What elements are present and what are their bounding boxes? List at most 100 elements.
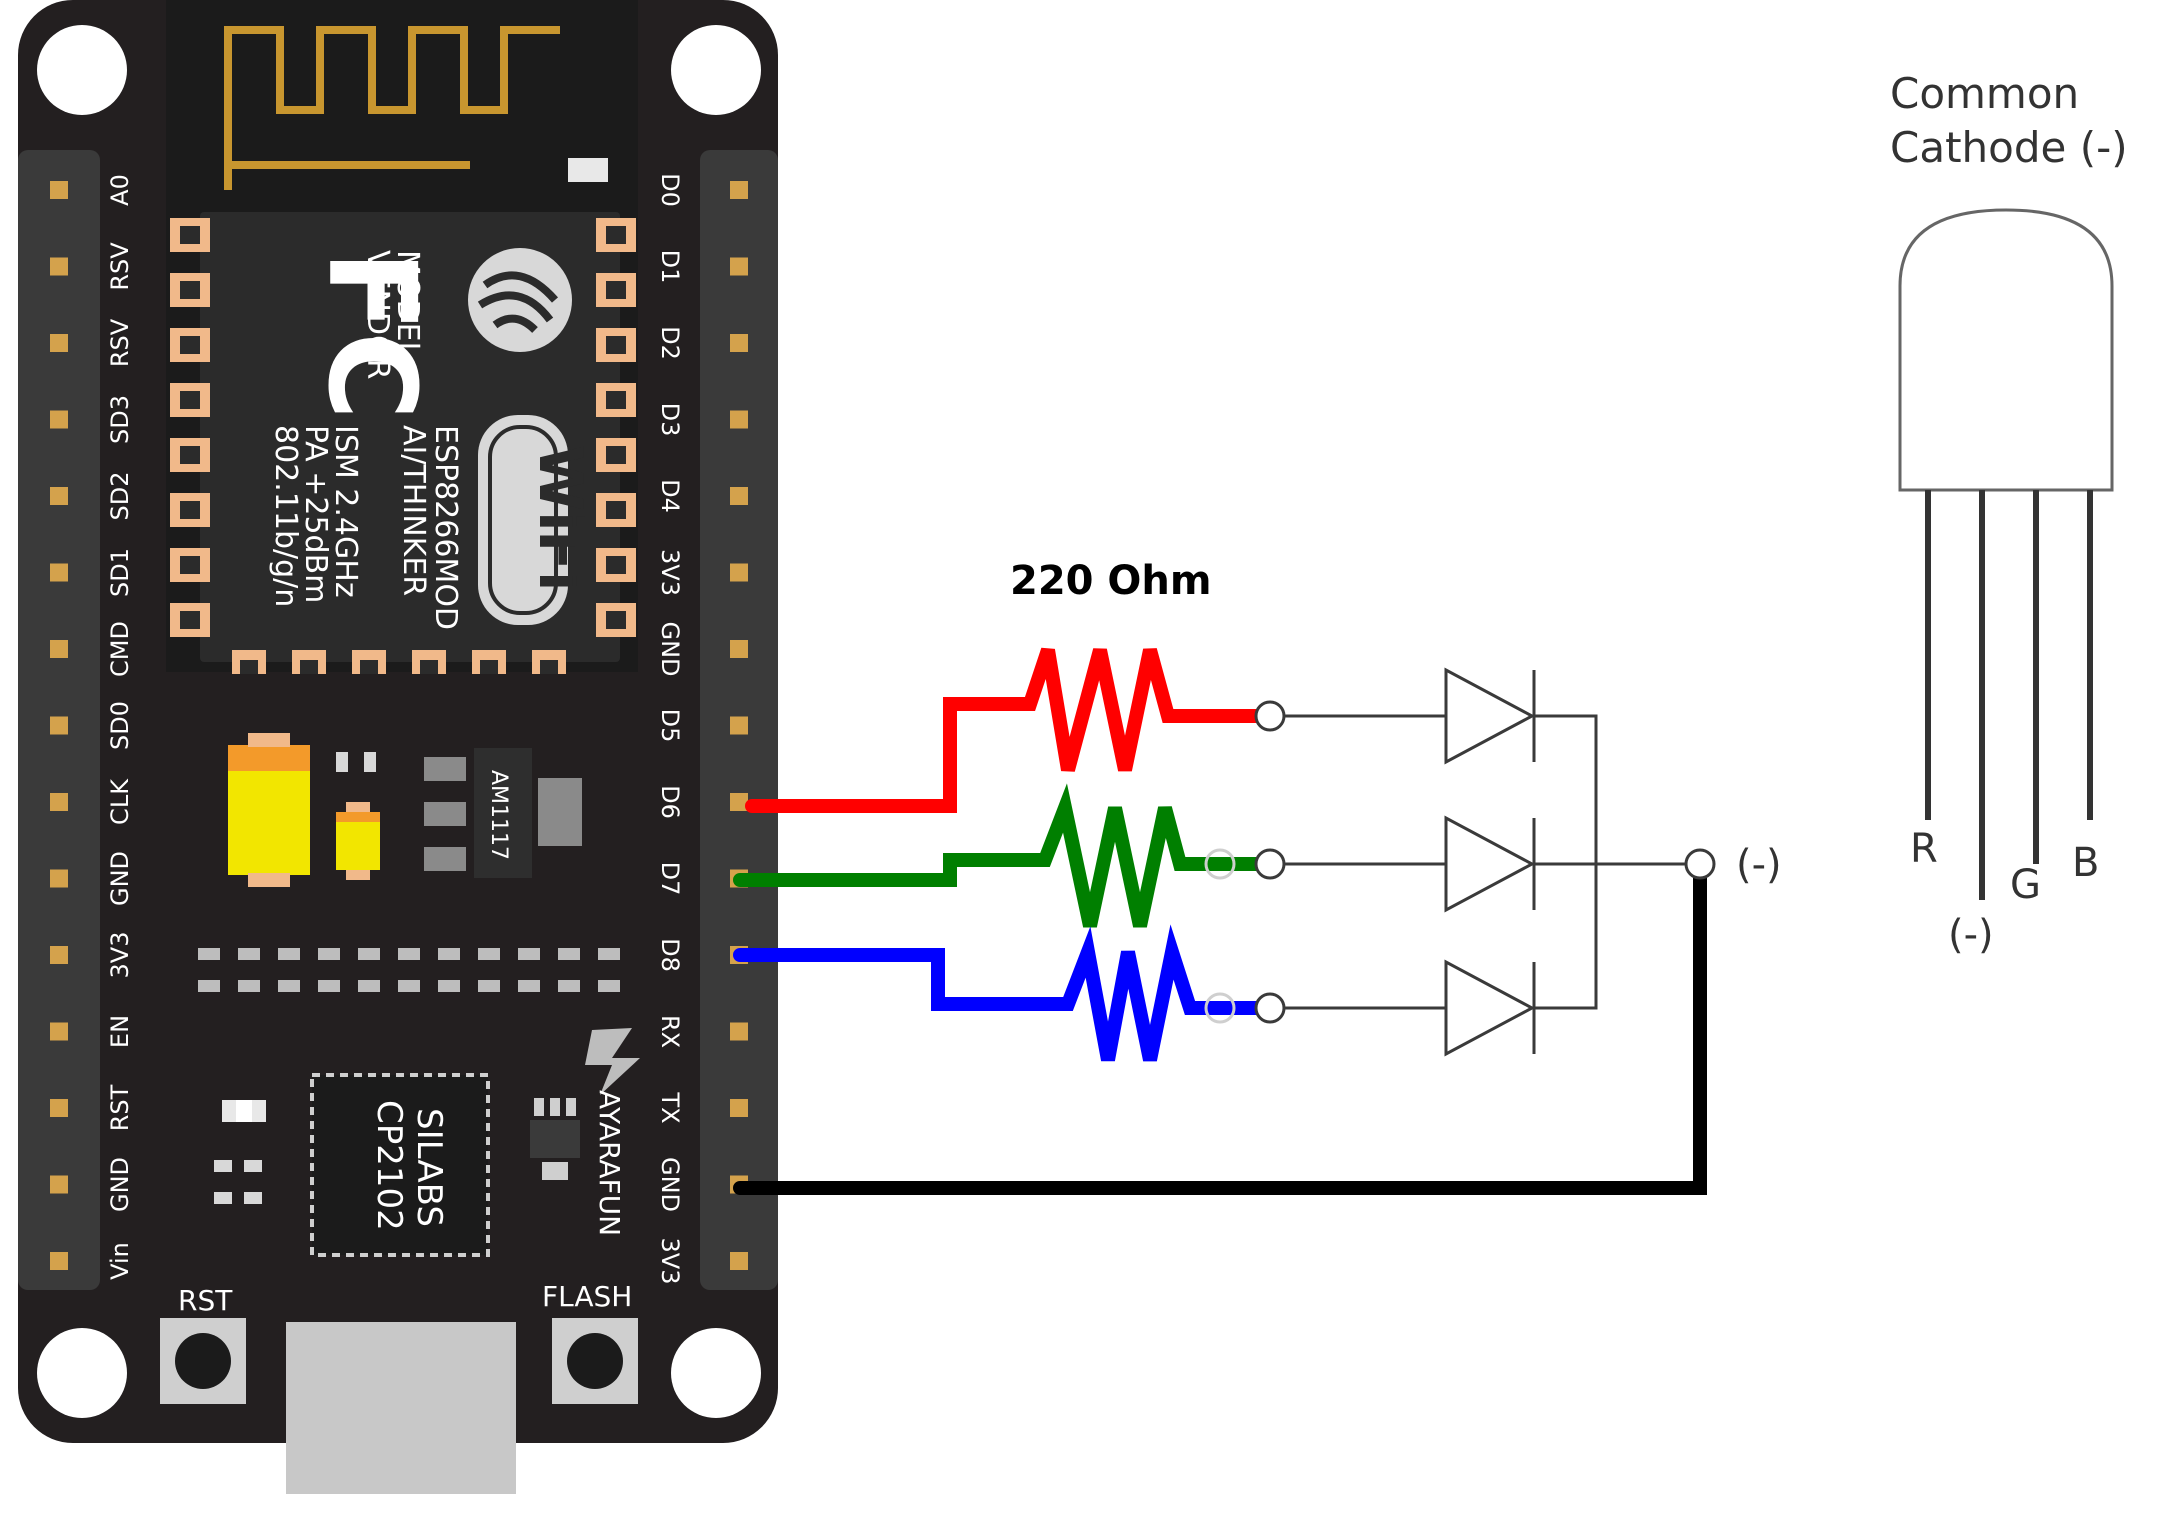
smd-pad xyxy=(598,948,620,960)
flash-button-label: FLASH xyxy=(542,1280,632,1313)
left-pin-label: A0 xyxy=(106,174,134,206)
module-pad-hole xyxy=(180,336,200,354)
left-header-pin xyxy=(50,334,68,352)
wifi-logo-wi: Wi xyxy=(525,445,595,532)
smd-pad xyxy=(518,948,540,960)
module-line-pa: PA +25dBm xyxy=(298,425,333,603)
module-line-standard: 802.11b/g/n xyxy=(268,425,303,607)
rgb-led-schematic xyxy=(1204,667,1716,1057)
red-wire xyxy=(745,647,1275,813)
right-header-pin xyxy=(730,257,748,276)
smd-pad xyxy=(598,980,620,992)
smd-pad xyxy=(398,980,420,992)
left-pin-label: RST xyxy=(106,1084,134,1131)
terminal-green xyxy=(1254,848,1286,880)
smd-pad-row xyxy=(198,948,620,992)
module-value-model: ESP8266MOD xyxy=(428,425,463,630)
usb-chip-line1: SILABS xyxy=(409,1108,449,1227)
right-pin-label: GND xyxy=(656,1157,684,1212)
module-pad-hole xyxy=(480,660,498,674)
flash-button[interactable] xyxy=(552,1318,638,1404)
left-pin-label: SD1 xyxy=(106,548,134,597)
module-pad-hole xyxy=(606,556,626,574)
left-pin-label: RSV xyxy=(106,318,134,367)
fc-logo: FC xyxy=(301,250,440,420)
right-header-pin xyxy=(730,1099,748,1117)
rst-button[interactable] xyxy=(160,1318,246,1404)
right-pin-label: D5 xyxy=(656,709,684,743)
mount-hole xyxy=(671,25,761,115)
wifi-logo: Wi Fi xyxy=(478,415,595,625)
module-pad-hole xyxy=(540,660,558,674)
right-pin-label: D3 xyxy=(656,403,684,437)
rst-button-label: RST xyxy=(178,1284,233,1317)
module-pad-hole xyxy=(180,556,200,574)
module-pad-hole xyxy=(606,226,626,244)
module-pad-hole xyxy=(180,226,200,244)
module-pad-hole xyxy=(420,660,438,674)
module-pad-hole xyxy=(606,281,626,299)
left-header-pin xyxy=(50,563,68,582)
smd-pads xyxy=(214,1160,262,1204)
terminal-red xyxy=(1254,700,1286,732)
module-line-vendor: VENDOR xyxy=(360,250,395,379)
diode-red xyxy=(1444,667,1536,765)
right-header-pin xyxy=(730,410,748,429)
cathode-symbol: (-) xyxy=(1736,842,1782,888)
module-pad-hole xyxy=(300,660,318,674)
right-pin-label: D6 xyxy=(656,785,684,819)
smd-pad xyxy=(238,948,260,960)
left-pin-label: GND xyxy=(106,1157,134,1212)
transistor-pads xyxy=(424,757,466,871)
antenna-trace xyxy=(224,26,560,190)
smd-pad xyxy=(278,948,300,960)
led-pin-cathode: (-) xyxy=(1948,912,1994,958)
circuit-wires xyxy=(733,647,1707,1195)
left-header-pin xyxy=(50,1252,68,1270)
mount-hole xyxy=(671,1328,761,1418)
regulator-label: AM1117 xyxy=(486,770,511,860)
smd-pad xyxy=(358,980,380,992)
terminal-ghost xyxy=(1204,992,1236,1024)
module-pad-hole xyxy=(606,501,626,519)
left-pin-label: CLK xyxy=(106,778,134,825)
usb-chip-line2: CP2102 xyxy=(369,1100,409,1231)
mount-hole xyxy=(37,25,127,115)
diode-green xyxy=(1444,815,1536,913)
module-pad-hole xyxy=(606,611,626,629)
right-pin-label: D1 xyxy=(656,250,684,284)
right-pin-label: D8 xyxy=(656,938,684,972)
mount-hole xyxy=(37,1328,127,1418)
left-header-pin xyxy=(50,1175,68,1194)
right-header-pin xyxy=(730,1022,748,1041)
left-header-pin xyxy=(50,410,68,429)
green-wire xyxy=(733,783,1275,928)
nodemcu-board: A0RSVRSVSD3SD2SD1CMDSD0CLKGND3V3ENRSTGND… xyxy=(18,0,778,1494)
smd-pads xyxy=(336,752,376,772)
module-line-ism: ISM 2.4GHz xyxy=(328,425,363,598)
left-header-pin xyxy=(50,257,68,276)
brand-lightning-icon xyxy=(585,1028,640,1095)
left-header-pin xyxy=(50,1022,68,1041)
left-pin-label: GND xyxy=(106,851,134,906)
left-header-pin xyxy=(50,181,68,199)
left-header-pin xyxy=(50,1099,68,1117)
esp8266-module: FC MODEL VENDOR ISM 2.4GHz PA +25dBm 802… xyxy=(166,0,638,674)
smd-pad xyxy=(518,980,540,992)
smd-pad xyxy=(478,980,500,992)
led-title-line1: Common xyxy=(1890,69,2079,118)
tantalum-capacitor xyxy=(228,733,310,887)
smd-pad xyxy=(438,948,460,960)
module-value-vendor: AI/THINKER xyxy=(396,425,431,596)
smd-pad xyxy=(358,948,380,960)
fc-logo-text: FC xyxy=(301,250,440,420)
smd-pad xyxy=(318,980,340,992)
right-header-pin xyxy=(730,487,748,505)
right-pin-label: D2 xyxy=(656,326,684,360)
right-header-pin xyxy=(730,181,748,199)
right-pin-label: D0 xyxy=(656,173,684,207)
left-header-pin xyxy=(50,716,68,735)
right-pin-label: 3V3 xyxy=(656,549,684,596)
left-pin-label: CMD xyxy=(106,621,134,677)
module-pad-hole xyxy=(180,611,200,629)
